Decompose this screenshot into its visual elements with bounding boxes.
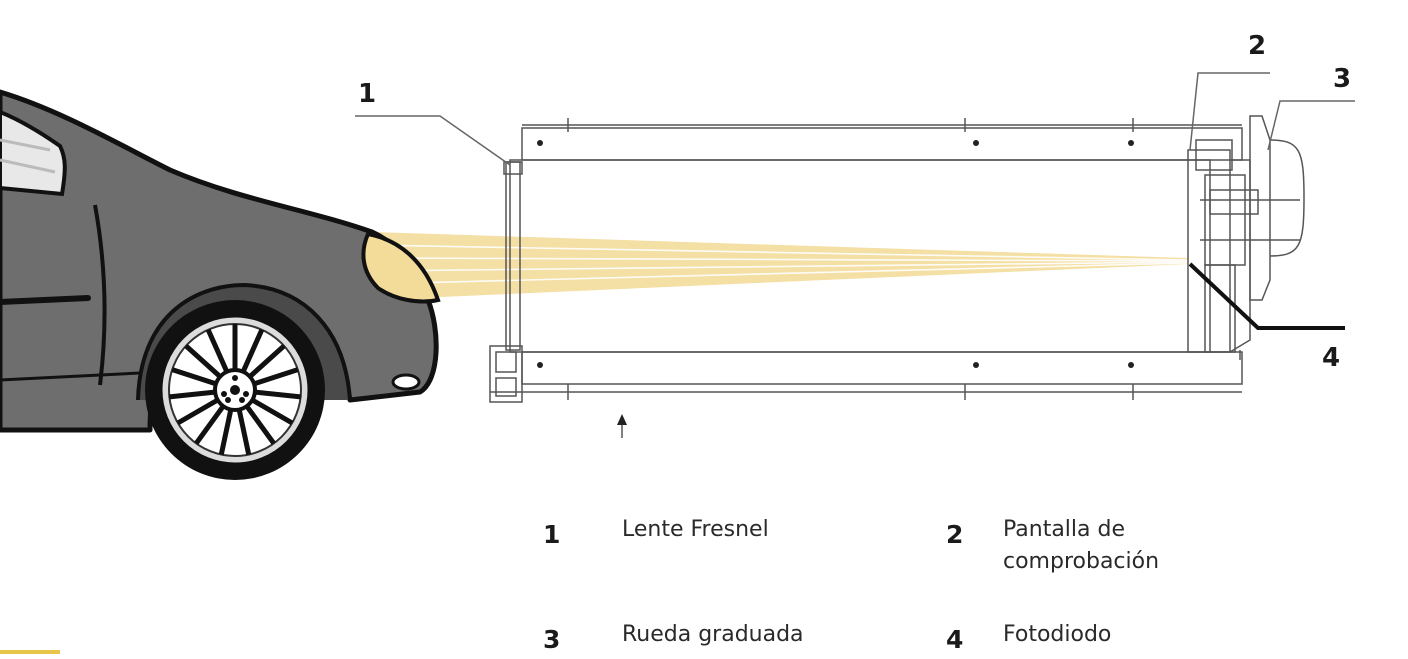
- legend-number-2: 2: [946, 520, 964, 549]
- callout-3: 3: [1333, 64, 1352, 94]
- legend-label-1: Lente Fresnel: [622, 517, 769, 542]
- leader-lines: [355, 72, 1355, 330]
- legend-number-1: 1: [543, 520, 561, 549]
- accent-bar: [0, 650, 60, 654]
- callout-2: 2: [1248, 31, 1267, 61]
- legend-number-4: 4: [946, 625, 964, 654]
- legend-label-4: Fotodiodo: [1003, 622, 1112, 647]
- tester-housing: [489, 115, 1305, 438]
- callout-4: 4: [1322, 343, 1341, 373]
- legend-number-3: 3: [543, 625, 561, 654]
- callout-1: 1: [358, 79, 377, 109]
- arrow-marker: [617, 414, 627, 425]
- legend-label-2: Pantalla de comprobación: [1003, 517, 1160, 574]
- legend-label-3: Rueda graduada: [622, 622, 804, 647]
- light-beam: [371, 232, 1189, 300]
- wheel: [145, 300, 325, 480]
